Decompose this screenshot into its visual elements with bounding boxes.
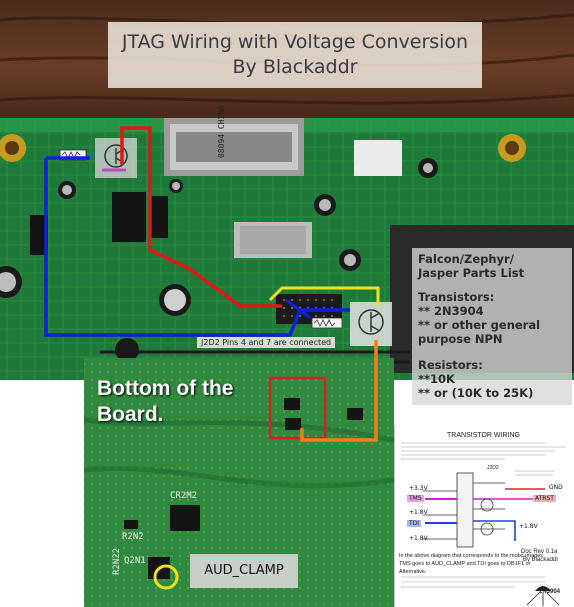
wiring-schematic	[401, 442, 565, 606]
pin-3v3: +3.3V	[409, 485, 428, 492]
pin-tdi: TDI	[407, 520, 422, 527]
wiring-j2d2: J2D2	[487, 465, 499, 471]
bottom-label-line-2: Board.	[97, 403, 164, 426]
wiring-footer-2: TMS goes to AUD_CLAMP and TDI goes to DB…	[399, 561, 531, 567]
j2d2-note: J2D2 Pins 4 and 7 are connected	[197, 337, 336, 348]
transistor-item-3: purpose NPN	[418, 332, 503, 346]
title-banner: JTAG Wiring with Voltage Conversion By B…	[108, 22, 482, 88]
doc-by: By Blackaddr	[523, 557, 559, 563]
transistor-item-2: ** or other general	[418, 318, 541, 332]
wiring-footer-3: Alternative.	[399, 569, 427, 575]
resistor-item-2: ** or (10K to 25K)	[418, 386, 534, 400]
wiring-title: TRANSISTOR WIRING	[447, 432, 520, 439]
pin-gnd: GND	[549, 484, 563, 491]
label-cr2m2: CR2M2	[170, 491, 198, 501]
pin-18v-b: +1.8V	[409, 535, 428, 542]
pin-tms: TMS	[407, 495, 424, 502]
label-q2n1: Q2N1	[124, 556, 146, 566]
transistor-item-1: ** 2N3904	[418, 304, 484, 318]
chip-marking: 08094 CHINA	[217, 105, 226, 158]
bottom-label-line-1: Bottom of the	[97, 377, 234, 400]
bottom-of-board-label: Bottom of the Board.	[97, 376, 233, 428]
label-r2n2: R2N2	[122, 532, 144, 542]
title-line-1: JTAG Wiring with Voltage Conversion	[121, 31, 469, 53]
parts-heading-1: Falcon/Zephyr/	[418, 252, 514, 266]
title-line-2: By Blackaddr	[232, 56, 358, 78]
parts-heading-2: Jasper Parts List	[418, 266, 525, 280]
pin-18v-a: +1.8V	[409, 509, 428, 516]
doc-rev: Doc Rev 0.1a	[521, 549, 558, 555]
parts-list-panel: Falcon/Zephyr/ Jasper Parts List Transis…	[412, 248, 572, 405]
aud-clamp-label: AUD_CLAMP	[190, 554, 298, 588]
transistor-wiring-inset: TRANSISTOR WIRING J2D2 +3.3V GND TMS +1.…	[394, 425, 574, 607]
pin-atrst: ATRST	[533, 495, 556, 502]
transistors-label: Transistors:	[418, 290, 495, 304]
pin-18v-c: +1.8V	[519, 523, 538, 530]
resistor-item-1: **10K	[418, 372, 455, 386]
resistors-label: Resistors:	[418, 358, 483, 372]
wiring-footer-1: In the above diagram that corresponds to…	[399, 553, 544, 559]
label-r2n22: R2N22	[112, 547, 122, 575]
part-label: 2N3904	[539, 589, 561, 595]
